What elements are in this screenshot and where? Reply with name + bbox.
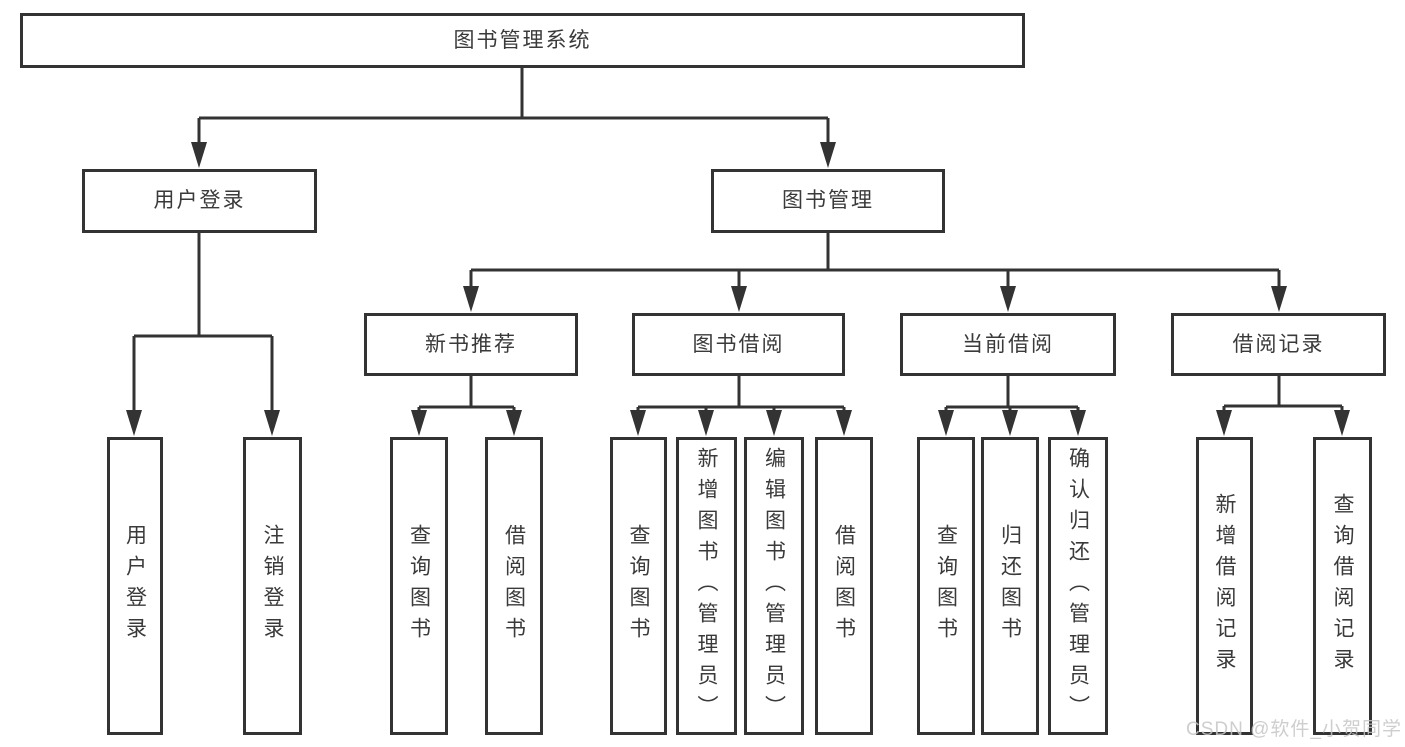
node-bb-query-books: 查询图书 (610, 437, 667, 735)
node-root: 图书管理系统 (20, 13, 1025, 68)
node-cb-return-books: 归还图书 (981, 437, 1039, 735)
node-cb-query-books: 查询图书 (917, 437, 975, 735)
node-new-book-recommend: 新书推荐 (364, 313, 578, 376)
node-current-borrow: 当前借阅 (900, 313, 1116, 376)
node-leaf-user-login: 用户登录 (107, 437, 163, 735)
node-bb-edit-books: 编辑图书（管理员） (744, 437, 804, 735)
node-borrow-records: 借阅记录 (1171, 313, 1386, 376)
node-nr-query-books: 查询图书 (390, 437, 448, 735)
node-book-borrow: 图书借阅 (632, 313, 845, 376)
node-user-login: 用户登录 (82, 169, 317, 233)
node-bb-borrow-books: 借阅图书 (815, 437, 873, 735)
node-book-management: 图书管理 (711, 169, 945, 233)
node-bb-add-books: 新增图书（管理员） (676, 437, 737, 735)
node-br-add-record: 新增借阅记录 (1196, 437, 1253, 735)
node-leaf-logout: 注销登录 (243, 437, 302, 735)
node-cb-confirm-return: 确认归还（管理员） (1048, 437, 1108, 735)
node-br-query-record: 查询借阅记录 (1313, 437, 1372, 735)
csdn-watermark: CSDN @软件_小贺同学 (1186, 719, 1402, 740)
node-nr-borrow-books: 借阅图书 (485, 437, 543, 735)
